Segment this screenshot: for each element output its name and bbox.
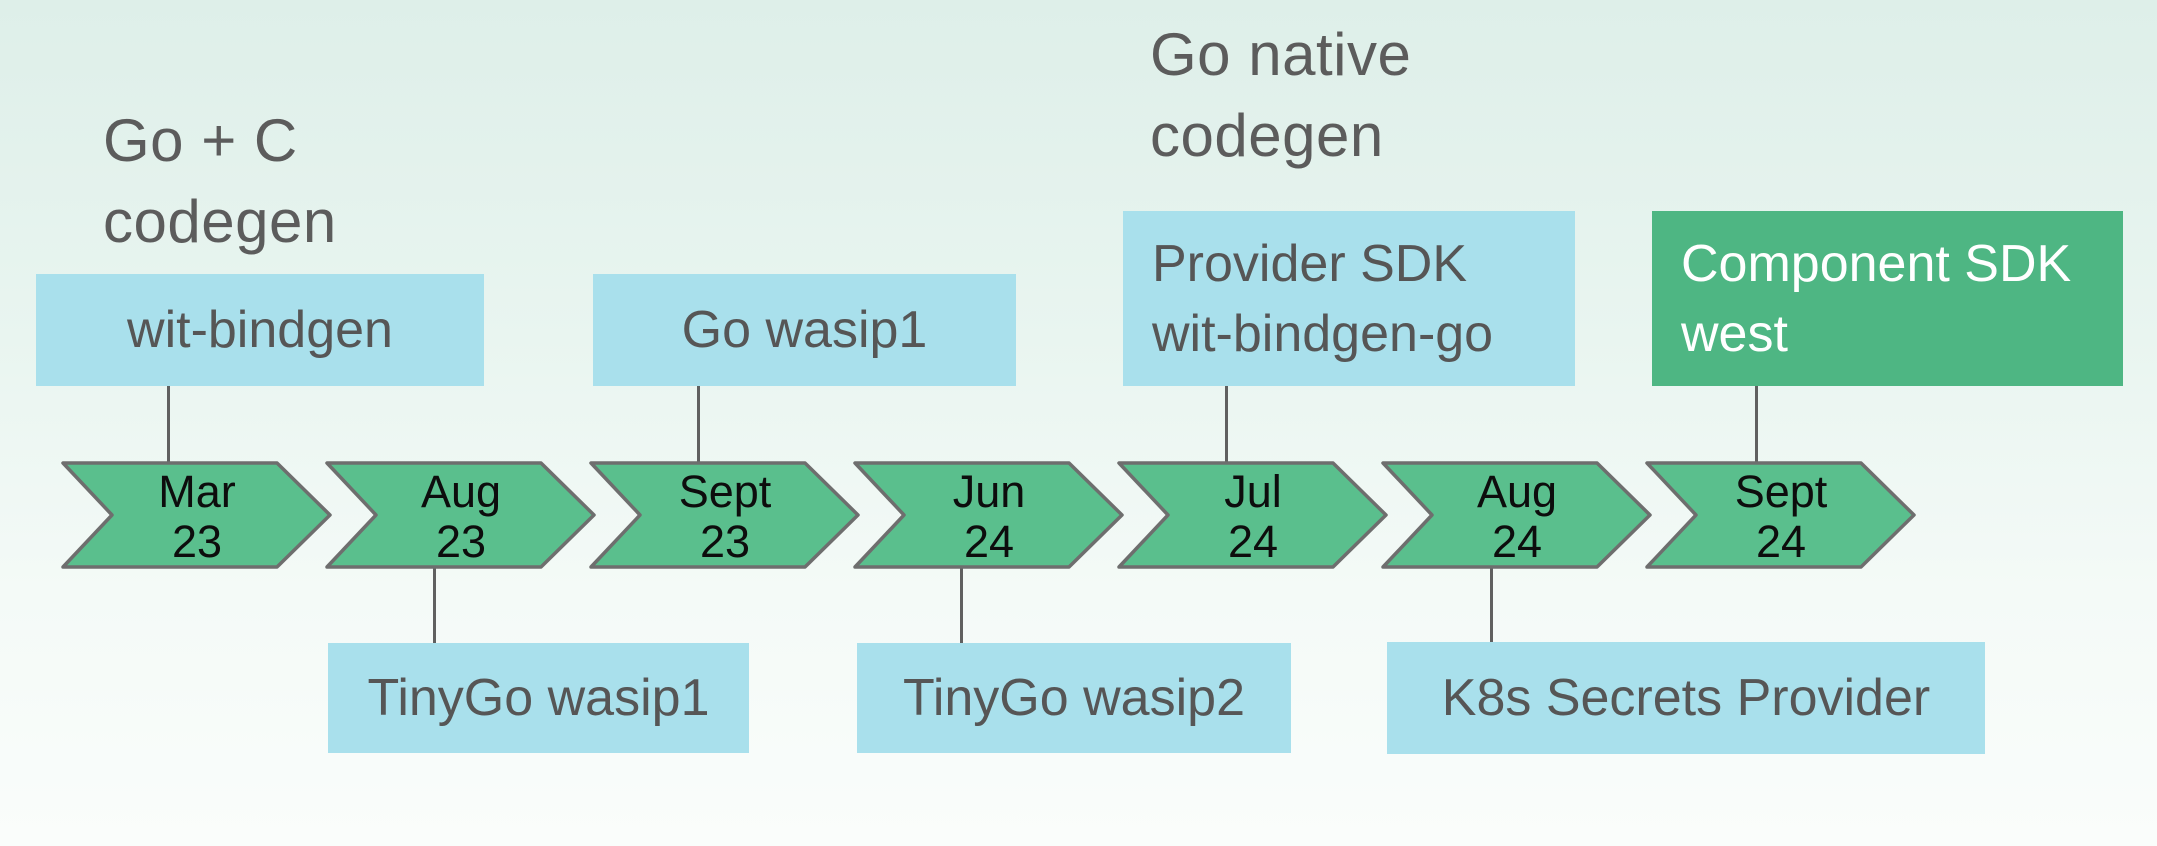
arrow-month: Sept	[678, 465, 772, 517]
arrow-date-label: Aug 24	[1381, 461, 1653, 569]
milestone-box-tinygo-wasip1: TinyGo wasip1	[328, 643, 749, 753]
arrow-year: 24	[1755, 515, 1807, 567]
chevron-arrow-icon	[1645, 461, 1916, 569]
connector-component-sdk	[1755, 386, 1758, 465]
arrow-month: Jun	[952, 465, 1026, 517]
timeline-arrow-jul-24: Jul 24	[1117, 461, 1389, 569]
timeline-arrow-sept-23: Sept 23	[589, 461, 861, 569]
arrow-year: 23	[435, 515, 487, 567]
timeline-arrow-jun-24: Jun 24	[853, 461, 1125, 569]
arrow-year: 23	[171, 515, 223, 567]
milestone-box-wit-bindgen: wit-bindgen	[36, 274, 484, 386]
arrow-month: Aug	[420, 465, 502, 517]
timeline-arrow-aug-24: Aug 24	[1381, 461, 1653, 569]
chevron-arrow-icon	[325, 461, 596, 569]
milestone-box-k8s-secrets-provider: K8s Secrets Provider	[1387, 642, 1985, 754]
milestone-box-go-wasip1: Go wasip1	[593, 274, 1016, 386]
timeline-arrow-sept-24: Sept 24	[1645, 461, 1917, 569]
arrow-date-label: Mar 23	[61, 461, 333, 569]
header-go-native-codegen: Go native codegen	[1150, 21, 1412, 169]
connector-wit-bindgen	[167, 386, 170, 465]
arrow-date-label: Jun 24	[853, 461, 1125, 569]
arrow-year: 23	[699, 515, 751, 567]
milestone-box-provider-sdk-wit-bindgen-go: Provider SDK wit-bindgen-go	[1123, 211, 1575, 386]
header-go-c-codegen: Go + C codegen	[103, 107, 337, 255]
timeline-arrow-mar-23: Mar 23	[61, 461, 333, 569]
connector-k8s-secrets	[1490, 565, 1493, 644]
chevron-arrow-icon	[1381, 461, 1652, 569]
arrow-date-label: Sept 23	[589, 461, 861, 569]
arrow-year: 24	[963, 515, 1015, 567]
timeline-arrow-aug-23: Aug 23	[325, 461, 597, 569]
chevron-arrow-icon	[1117, 461, 1388, 569]
connector-tinygo-wasip1	[433, 565, 436, 644]
connector-provider-sdk	[1225, 386, 1228, 465]
chevron-arrow-icon	[589, 461, 860, 569]
arrow-year: 24	[1227, 515, 1279, 567]
arrow-date-label: Aug 23	[325, 461, 597, 569]
arrow-month: Jul	[1224, 465, 1282, 517]
chevron-arrow-icon	[853, 461, 1124, 569]
connector-tinygo-wasip2	[960, 565, 963, 644]
arrow-month: Aug	[1476, 465, 1558, 517]
arrow-date-label: Sept 24	[1645, 461, 1917, 569]
chevron-arrow-icon	[61, 461, 332, 569]
connector-go-wasip1	[697, 386, 700, 465]
milestone-box-tinygo-wasip2: TinyGo wasip2	[857, 643, 1291, 753]
arrow-date-label: Jul 24	[1117, 461, 1389, 569]
arrow-month: Sept	[1734, 465, 1828, 517]
arrow-year: 24	[1491, 515, 1543, 567]
milestone-box-component-sdk-west: Component SDK west	[1652, 211, 2123, 386]
arrow-month: Mar	[158, 465, 236, 517]
